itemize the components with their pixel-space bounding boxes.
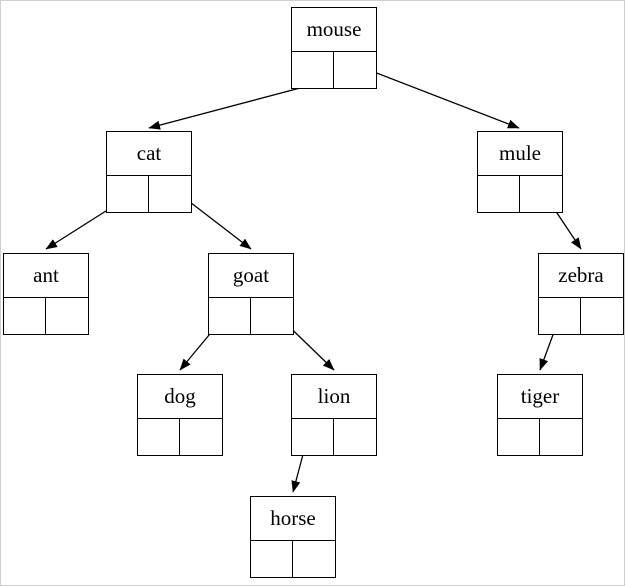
tree-node-dog[interactable]: dog — [137, 374, 223, 456]
tree-node-label: horse — [251, 497, 335, 541]
left-pointer-cell-cat[interactable] — [107, 176, 149, 212]
right-pointer-cell-tiger[interactable] — [540, 419, 582, 455]
right-pointer-cell-lion[interactable] — [334, 419, 376, 455]
tree-node-label: mouse — [292, 8, 376, 52]
tree-node-pointer-row — [478, 176, 562, 212]
right-pointer-cell-goat[interactable] — [251, 298, 293, 334]
tree-node-label: tiger — [498, 375, 582, 419]
tree-node-cat[interactable]: cat — [106, 131, 192, 213]
tree-node-label: mule — [478, 132, 562, 176]
right-pointer-cell-mule[interactable] — [520, 176, 562, 212]
tree-edge-mouse-right-mule — [355, 64, 520, 129]
tree-node-ant[interactable]: ant — [3, 253, 89, 335]
tree-node-pointer-row — [539, 298, 623, 334]
tree-node-label: lion — [292, 375, 376, 419]
tree-node-mule[interactable]: mule — [477, 131, 563, 213]
tree-node-zebra[interactable]: zebra — [538, 253, 624, 335]
right-pointer-cell-ant[interactable] — [46, 298, 88, 334]
right-pointer-cell-dog[interactable] — [180, 419, 222, 455]
tree-node-label: ant — [4, 254, 88, 298]
tree-node-lion[interactable]: lion — [291, 374, 377, 456]
tree-node-pointer-row — [209, 298, 293, 334]
tree-node-label: dog — [138, 375, 222, 419]
tree-node-label: cat — [107, 132, 191, 176]
tree-node-label: zebra — [539, 254, 623, 298]
tree-node-pointer-row — [251, 541, 335, 577]
tree-node-tiger[interactable]: tiger — [497, 374, 583, 456]
left-pointer-cell-goat[interactable] — [209, 298, 251, 334]
right-pointer-cell-horse[interactable] — [293, 541, 335, 577]
right-pointer-cell-zebra[interactable] — [581, 298, 623, 334]
left-pointer-cell-dog[interactable] — [138, 419, 180, 455]
left-pointer-cell-zebra[interactable] — [539, 298, 581, 334]
left-pointer-cell-horse[interactable] — [251, 541, 293, 577]
tree-node-pointer-row — [138, 419, 222, 455]
right-pointer-cell-mouse[interactable] — [334, 52, 376, 88]
tree-node-pointer-row — [292, 52, 376, 88]
left-pointer-cell-ant[interactable] — [4, 298, 46, 334]
tree-node-label: goat — [209, 254, 293, 298]
left-pointer-cell-lion[interactable] — [292, 419, 334, 455]
tree-node-pointer-row — [498, 419, 582, 455]
left-pointer-cell-tiger[interactable] — [498, 419, 540, 455]
tree-node-pointer-row — [107, 176, 191, 212]
left-pointer-cell-mouse[interactable] — [292, 52, 334, 88]
tree-node-pointer-row — [4, 298, 88, 334]
tree-node-goat[interactable]: goat — [208, 253, 294, 335]
tree-node-mouse[interactable]: mouse — [291, 7, 377, 89]
tree-node-horse[interactable]: horse — [250, 496, 336, 578]
left-pointer-cell-mule[interactable] — [478, 176, 520, 212]
right-pointer-cell-cat[interactable] — [149, 176, 191, 212]
tree-node-pointer-row — [292, 419, 376, 455]
